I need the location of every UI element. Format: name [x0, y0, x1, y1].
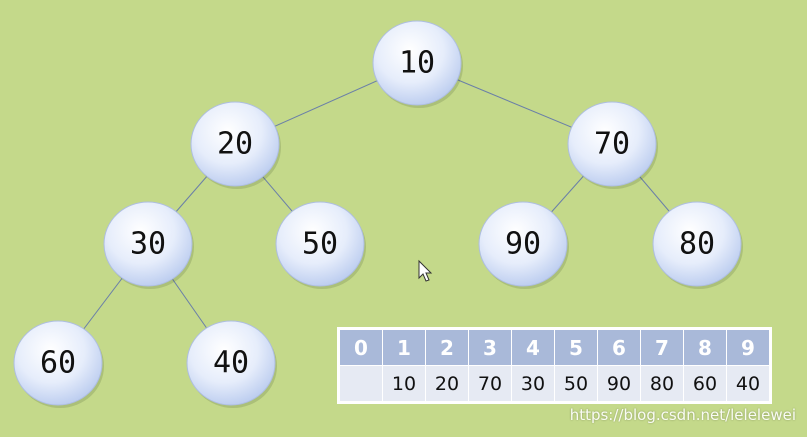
- tree-node: 10: [372, 20, 463, 108]
- array-index-cell: 4: [511, 329, 555, 366]
- watermark-text: https://blog.csdn.net/lelelewei: [569, 406, 796, 424]
- heap-array-table: 0 1 2 3 4 5 6 7 8 9 10 20 70 30 50 90 80…: [337, 327, 772, 404]
- array-value-cell: 50: [554, 365, 598, 402]
- array-value-cell: [339, 365, 383, 402]
- tree-node-label: 80: [679, 227, 715, 262]
- tree-node-label: 30: [130, 227, 166, 262]
- tree-node-label: 10: [399, 46, 435, 81]
- array-index-cell: 2: [425, 329, 469, 366]
- array-index-cell: 8: [683, 329, 727, 366]
- tree-node: 20: [190, 101, 281, 189]
- tree-node-circle: [103, 201, 193, 287]
- array-value-cell: 60: [683, 365, 727, 402]
- array-index-cell: 6: [597, 329, 641, 366]
- array-value-cell: 20: [425, 365, 469, 402]
- array-index-cell: 1: [382, 329, 426, 366]
- array-index-row: 0 1 2 3 4 5 6 7 8 9: [339, 329, 770, 366]
- tree-node-label: 50: [302, 227, 338, 262]
- tree-node-label: 40: [213, 346, 249, 381]
- array-value-cell: 10: [382, 365, 426, 402]
- tree-node: 70: [567, 101, 658, 189]
- array-value-cell: 30: [511, 365, 555, 402]
- mouse-cursor-icon: [418, 259, 433, 282]
- tree-node-circle: [275, 201, 365, 287]
- array-index-cell: 9: [726, 329, 770, 366]
- tree-node-label: 20: [217, 127, 253, 162]
- tree-node-circle: [186, 320, 276, 406]
- array-value-cell: 70: [468, 365, 512, 402]
- tree-node: 50: [275, 201, 366, 289]
- array-value-cell: 90: [597, 365, 641, 402]
- tree-node: 90: [478, 201, 569, 289]
- tree-node-label: 70: [594, 127, 630, 162]
- tree-node-circle: [478, 201, 568, 287]
- tree-node-circle: [190, 101, 280, 187]
- array-index-cell: 7: [640, 329, 684, 366]
- tree-node-circle: [652, 201, 742, 287]
- tree-node: 30: [103, 201, 194, 289]
- array-index-cell: 3: [468, 329, 512, 366]
- array-value-cell: 80: [640, 365, 684, 402]
- tree-node: 40: [186, 320, 277, 408]
- tree-node-circle: [372, 20, 462, 106]
- array-value-cell: 40: [726, 365, 770, 402]
- tree-node-label: 60: [40, 346, 76, 381]
- array-index-cell: 5: [554, 329, 598, 366]
- tree-node-circle: [13, 320, 103, 406]
- array-value-row: 10 20 70 30 50 90 80 60 40: [339, 365, 770, 402]
- array-index-cell: 0: [339, 329, 383, 366]
- tree-node-label: 90: [505, 227, 541, 262]
- tree-node: 80: [652, 201, 743, 289]
- tree-node-circle: [567, 101, 657, 187]
- tree-node: 60: [13, 320, 104, 408]
